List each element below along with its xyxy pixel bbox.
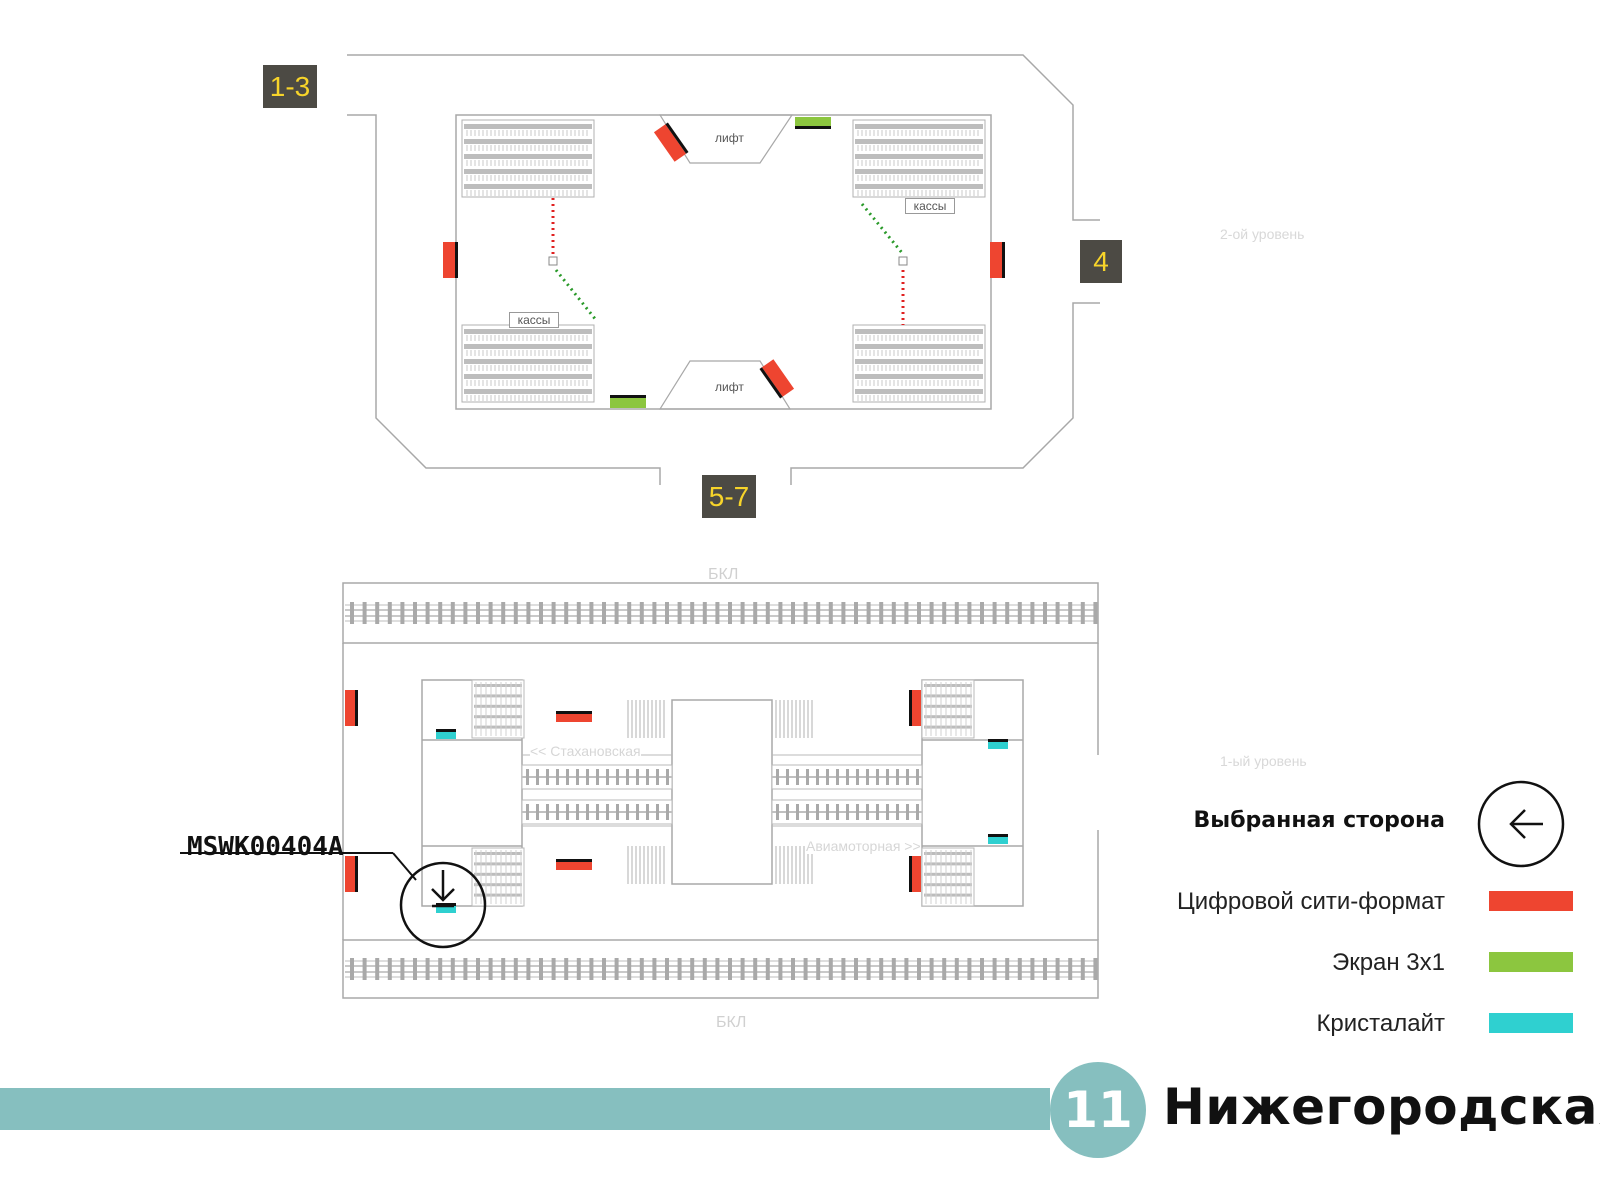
line-badge-circle	[1050, 1062, 1146, 1158]
legend-swatch-crystalite	[1489, 1013, 1573, 1033]
ticket-office-label: кассы	[509, 312, 559, 328]
upper-ad-placements	[443, 117, 1005, 408]
legend-label-crystalite: Кристалайт	[1316, 1010, 1445, 1037]
crystalite-ad	[988, 741, 1008, 749]
city-format-ad	[761, 359, 795, 397]
station-name: Нижегородская	[1163, 1078, 1600, 1136]
upper-escalators	[461, 119, 986, 403]
track-top	[345, 602, 1098, 624]
line-stripe	[0, 1088, 1050, 1130]
city-format-ad	[556, 860, 592, 870]
legend-swatch-screen	[1489, 952, 1573, 972]
exit-badge-1-3: 1-3	[263, 65, 317, 108]
level-label-upper: 2-ой уровень	[1220, 226, 1305, 242]
city-format-ad	[345, 690, 357, 726]
lower-ad-placements	[345, 690, 1008, 913]
crystalite-ad	[436, 905, 456, 913]
legend-title: Выбранная сторона	[1193, 808, 1445, 833]
line-number: 11	[1063, 1081, 1133, 1139]
lower-escalators	[471, 679, 975, 907]
city-format-ad	[345, 856, 357, 892]
lift-label: лифт	[715, 131, 744, 145]
line-label-bottom: БКЛ	[716, 1014, 747, 1031]
city-format-ad	[1002, 242, 1005, 278]
selected-marker	[180, 852, 487, 949]
crystalite-ad	[988, 836, 1008, 844]
city-format-ad	[455, 242, 458, 278]
track-bottom	[345, 958, 1098, 980]
legend-swatch-city-format	[1489, 891, 1573, 911]
turnstile-lines	[548, 198, 908, 325]
legend-label-city-format: Цифровой сити-формат	[1176, 888, 1445, 915]
lift-label: лифт	[715, 380, 744, 394]
city-format-ad	[556, 712, 592, 722]
direction-label-left: << Стахановская	[530, 743, 641, 759]
exit-badge-4: 4	[1080, 240, 1122, 283]
screen-3x1-ad	[610, 398, 646, 408]
direction-label-right: Авиамоторная >>	[806, 838, 921, 854]
screen-3x1-ad	[795, 117, 831, 127]
lower-level-outline	[342, 582, 1099, 999]
city-format-ad	[653, 124, 687, 162]
legend-label-screen: Экран 3х1	[1331, 949, 1445, 976]
city-format-ad	[443, 242, 457, 278]
ticket-office-label: кассы	[905, 198, 955, 214]
level-label-lower: 1-ый уровень	[1220, 753, 1307, 769]
line-label-top: БКЛ	[708, 566, 739, 583]
placement-code: MSWK00404A	[187, 832, 344, 862]
crystalite-ad	[436, 731, 456, 739]
direction-arrow-icon	[1477, 780, 1565, 868]
exit-badge-5-7: 5-7	[702, 475, 756, 518]
upper-level-outline	[347, 54, 1100, 485]
lift-bottom	[658, 360, 792, 410]
city-format-ad	[990, 242, 1004, 278]
